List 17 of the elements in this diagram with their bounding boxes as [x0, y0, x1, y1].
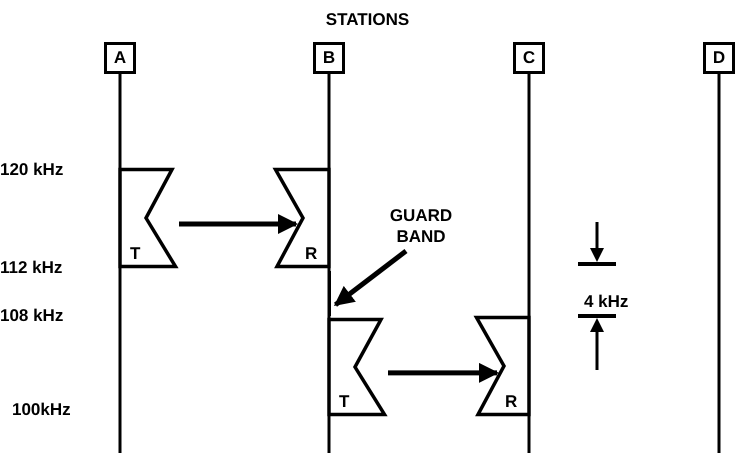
frequency-label: 100kHz: [12, 400, 71, 420]
title: STATIONS: [326, 10, 410, 29]
transmit-filter-shape: T: [329, 318, 386, 416]
transmit-filter-shape: T: [120, 168, 177, 268]
guard-band-gap: [328, 271, 330, 316]
arrow: [334, 249, 408, 307]
callout-text: GUARD BAND: [378, 205, 464, 247]
receive-filter-shape: R: [475, 316, 529, 416]
station-box: B: [313, 42, 345, 74]
frequency-label: 120 kHz: [0, 160, 64, 180]
receive-filter-shape: R: [274, 168, 329, 268]
frequency-label: 112 kHz: [0, 258, 62, 278]
station-box: A: [104, 42, 136, 74]
dimension-label: 4 kHz: [584, 292, 628, 312]
frequency-label: 108 kHz: [0, 306, 64, 326]
station-box: D: [703, 42, 735, 74]
station-box: C: [513, 42, 545, 74]
